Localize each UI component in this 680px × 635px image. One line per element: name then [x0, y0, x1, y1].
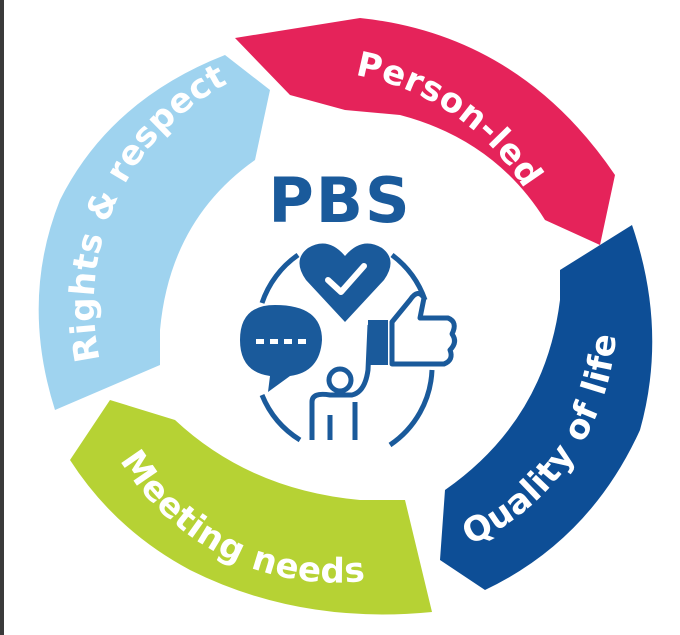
- center-title: PBS: [268, 164, 411, 237]
- segment-quality-of-life: [440, 225, 653, 590]
- left-border-strip: [0, 0, 4, 635]
- person-raising-hand-icon: [309, 324, 373, 440]
- center-icon-group: [240, 243, 458, 448]
- heart-check-icon: [299, 243, 391, 322]
- segment-person-led: [235, 18, 615, 245]
- speech-bubble-icon: [240, 305, 322, 392]
- segment-meeting-needs: [70, 400, 432, 615]
- segment-rights-respect: [38, 55, 271, 410]
- thumbs-up-icon: [368, 291, 458, 367]
